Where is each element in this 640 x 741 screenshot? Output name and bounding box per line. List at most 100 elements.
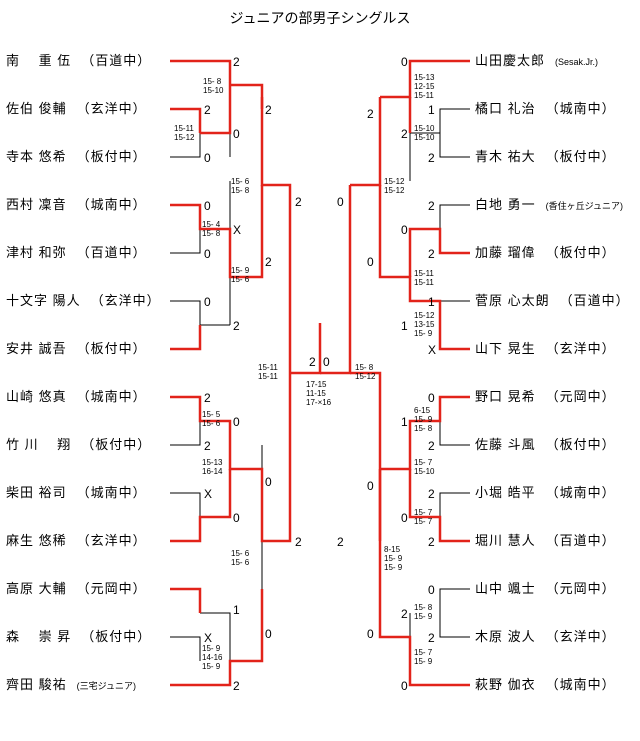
player-name: 十文字 陽人 xyxy=(6,293,81,308)
player-name: 安井 誠吾 xyxy=(6,341,67,356)
set-score: 15- 6 15- 6 xyxy=(231,549,250,567)
player-name: 津村 和弥 xyxy=(6,245,67,260)
game-count: 1 xyxy=(401,319,408,333)
left-player-8: 山崎 悠真（城南中） xyxy=(6,389,147,405)
player-team: （玄洋中） xyxy=(545,341,616,356)
player-team: （元岡中） xyxy=(545,389,616,404)
player-name: 高原 大輔 xyxy=(6,581,67,596)
player-name: 麻生 悠稀 xyxy=(6,533,67,548)
game-count: 0 xyxy=(204,295,211,309)
set-score: 15-11 15-11 xyxy=(414,269,434,287)
right-player-4: 白地 勇一 (香住ヶ丘ジュニア) xyxy=(475,197,623,214)
player-team: （玄洋中） xyxy=(545,629,616,644)
winner-paths xyxy=(170,59,470,687)
game-count: 0 xyxy=(367,255,374,269)
player-name: 森 崇 昇 xyxy=(6,629,72,644)
game-count: 2 xyxy=(233,679,240,693)
game-count: 2 xyxy=(309,355,316,369)
player-name: 堀川 慧人 xyxy=(475,533,536,548)
game-count: 0 xyxy=(233,511,240,525)
player-name: 山下 晃生 xyxy=(475,341,536,356)
player-team: （玄洋中） xyxy=(76,101,147,116)
player-team: （城南中） xyxy=(545,485,616,500)
player-team: （玄洋中） xyxy=(90,293,161,308)
right-player-13: 木原 波人 （玄洋中） xyxy=(475,629,616,645)
game-count: 2 xyxy=(428,151,435,165)
right-player-10: 小堀 皓平（城南中） xyxy=(475,485,616,501)
player-name: 菅原 心太朗 xyxy=(475,293,550,308)
player-name: 山田慶太郎 xyxy=(475,53,546,68)
player-team: （板付中） xyxy=(81,437,152,452)
game-count: 0 xyxy=(401,223,408,237)
set-score: 15- 8 15-10 xyxy=(203,77,224,95)
set-score: 15-10 15-10 xyxy=(414,124,435,142)
player-team: （百道中） xyxy=(545,533,616,548)
game-count: 0 xyxy=(233,127,240,141)
set-score: 15- 7 15- 9 xyxy=(414,648,433,666)
player-name: 竹 川 翔 xyxy=(6,437,72,452)
right-player-2: 橘口 礼治 （城南中） xyxy=(475,101,616,117)
player-team: （板付中） xyxy=(76,341,147,356)
game-count: 0 xyxy=(323,355,330,369)
left-player-9: 竹 川 翔 （板付中） xyxy=(6,437,151,453)
set-score: 15-12 15-12 xyxy=(384,177,405,195)
left-player-4: 西村 凜音（城南中） xyxy=(6,197,147,213)
game-count: 2 xyxy=(428,247,435,261)
player-name: 野口 晃希 xyxy=(475,389,536,404)
player-team: (三宅ジュニア) xyxy=(76,681,136,691)
set-score: 15-13 16-14 xyxy=(202,458,223,476)
game-count: 2 xyxy=(367,107,374,121)
right-player-7: 山下 晃生 （玄洋中） xyxy=(475,341,616,357)
player-name: 西村 凜音 xyxy=(6,197,67,212)
game-count: 2 xyxy=(295,535,302,549)
game-count: 1 xyxy=(428,103,435,117)
player-team: （板付中） xyxy=(545,149,616,164)
game-count: 2 xyxy=(265,255,272,269)
game-count: 2 xyxy=(428,631,435,645)
game-count: 0 xyxy=(401,679,408,693)
game-count: 2 xyxy=(204,391,211,405)
player-name: 木原 波人 xyxy=(475,629,536,644)
set-score: 15-13 12-15 15-11 xyxy=(414,73,435,100)
player-name: 佐藤 斗風 xyxy=(475,437,536,452)
right-player-8: 野口 晃希 （元岡中） xyxy=(475,389,616,405)
game-count: X xyxy=(204,487,213,501)
left-player-11: 麻生 悠稀 （玄洋中） xyxy=(6,533,147,549)
left-player-3: 寺本 悠希（板付中） xyxy=(6,149,147,165)
player-name: 青木 祐大 xyxy=(475,149,536,164)
left-player-13: 森 崇 昇 （板付中） xyxy=(6,629,151,645)
set-score: 15- 8 15-12 xyxy=(355,363,376,381)
player-name: 柴田 裕司 xyxy=(6,485,67,500)
player-name: 佐伯 俊輔 xyxy=(6,101,67,116)
player-name: 齊田 駿祐 xyxy=(6,677,67,692)
player-team: （玄洋中） xyxy=(76,533,147,548)
game-count: 0 xyxy=(428,391,435,405)
right-player-9: 佐藤 斗風 （板付中） xyxy=(475,437,616,453)
game-count: 2 xyxy=(428,535,435,549)
player-name: 山中 颯士 xyxy=(475,581,536,596)
player-team: （城南中） xyxy=(545,101,616,116)
player-team: （板付中） xyxy=(545,437,616,452)
player-team: (香住ヶ丘ジュニア) xyxy=(545,201,623,211)
set-score: 8-15 15- 9 15- 9 xyxy=(384,545,403,572)
game-count: 2 xyxy=(265,103,272,117)
game-count: 2 xyxy=(401,127,408,141)
right-player-14: 萩野 伽衣（城南中） xyxy=(475,677,616,693)
player-name: 橘口 礼治 xyxy=(475,101,536,116)
set-score: 15-11 15-12 xyxy=(174,124,195,142)
left-player-14: 齊田 駿祐 (三宅ジュニア) xyxy=(6,677,136,694)
game-count: 0 xyxy=(204,151,211,165)
game-count: 2 xyxy=(401,607,408,621)
player-name: 白地 勇一 xyxy=(475,197,536,212)
game-count: 2 xyxy=(428,199,435,213)
game-count: 2 xyxy=(204,439,211,453)
player-team: （板付中） xyxy=(81,629,152,644)
right-player-11: 堀川 慧人 （百道中） xyxy=(475,533,616,549)
right-player-3: 青木 祐大 （板付中） xyxy=(475,149,616,165)
right-player-6: 菅原 心太朗（百道中） xyxy=(475,293,630,309)
player-name: 山崎 悠真 xyxy=(6,389,67,404)
player-team: （板付中） xyxy=(76,149,147,164)
game-count: 0 xyxy=(204,247,211,261)
set-score: 15- 4 15- 8 xyxy=(202,220,221,238)
